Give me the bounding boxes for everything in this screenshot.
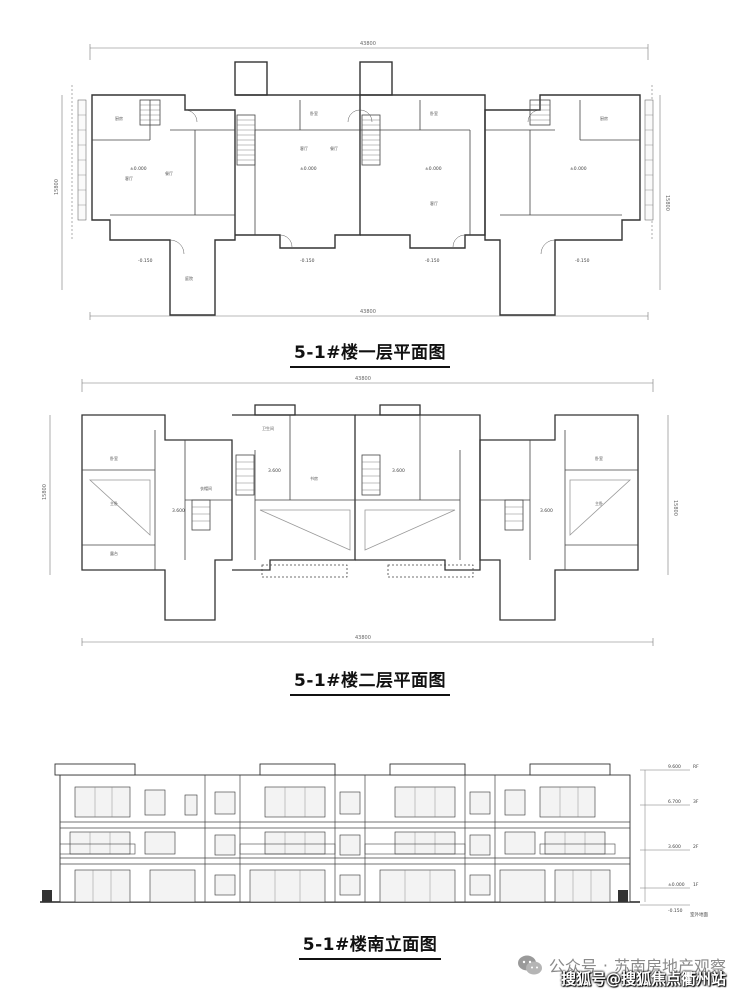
second-floor-plan-title-text: 5-1#楼二层平面图 — [290, 671, 450, 696]
ground-floor-plan-section: 43800 43800 15800 15800 — [0, 0, 740, 370]
ground-level-3: ±0.000 — [425, 166, 442, 172]
south-elevation-section: 9.600 6.700 3.600 ±0.000 -0.150 RF 3F 2F… — [0, 740, 740, 960]
wechat-icon — [517, 955, 542, 975]
ground-level-2: ±0.000 — [300, 166, 317, 172]
ground-room-3: 餐厅 — [165, 170, 173, 176]
ground-plan-depth-right: 15800 — [664, 195, 670, 211]
ground-outdoor-level-4: -0.150 — [575, 258, 590, 264]
second-level-1: 3.600 — [172, 508, 185, 514]
second-room-4: 衣帽间 — [200, 485, 212, 491]
second-room-2: 主卧 — [110, 500, 118, 506]
second-room-5: 露台 — [110, 550, 118, 556]
ground-floor-plan-title-text: 5-1#楼一层平面图 — [290, 343, 450, 368]
ground-room-4: 卧室 — [310, 110, 318, 116]
second-plan-width-bottom: 43800 — [355, 635, 371, 641]
ground-room-9: 厨房 — [600, 115, 608, 121]
elevation-floor-2f: 2F — [693, 844, 699, 850]
ground-room-5: 客厅 — [300, 145, 308, 151]
second-room-7: 卧室 — [595, 455, 603, 461]
second-plan-depth-left: 15800 — [42, 484, 48, 500]
ground-room-7: 客厅 — [430, 200, 438, 206]
elevation-level-1: 9.600 — [668, 764, 681, 770]
ground-outdoor-level-3: -0.150 — [425, 258, 440, 264]
second-level-2: 3.600 — [268, 468, 281, 474]
elevation-level-5: -0.150 — [668, 908, 683, 914]
ground-room-6: 餐厅 — [330, 145, 338, 151]
ground-level-1: ±0.000 — [130, 166, 147, 172]
south-elevation-drawing: 9.600 6.700 3.600 ±0.000 -0.150 RF 3F 2F… — [40, 763, 708, 918]
elevation-level-2: 6.700 — [668, 799, 681, 805]
ground-outdoor-level-2: -0.150 — [300, 258, 315, 264]
elevation-level-4: ±0.000 — [668, 882, 685, 888]
watermark-bar: 公众号 · 苏南房地产观察 — [517, 950, 726, 980]
elevation-floor-1f: 1F — [693, 882, 699, 888]
watermark-account: 苏南房地产观察 — [613, 957, 726, 976]
ground-floor-plan-title: 5-1#楼一层平面图 — [0, 338, 740, 368]
second-floor-plan-drawing: 43800 43800 15800 15800 — [42, 376, 678, 646]
elevation-note: 室外地面 — [690, 911, 708, 918]
ground-plan-width-top: 43800 — [360, 41, 376, 47]
ground-level-4: ±0.000 — [570, 166, 587, 172]
second-level-4: 3.600 — [540, 508, 553, 514]
second-plan-width-top: 43800 — [355, 376, 371, 382]
watermark-channel: 公众号 — [548, 957, 597, 976]
second-room-3: 卫生间 — [262, 425, 274, 431]
second-room-1: 卧室 — [110, 455, 118, 461]
second-level-3: 3.600 — [392, 468, 405, 474]
watermark-separator: · — [602, 955, 608, 975]
ground-plan-width-bottom: 43800 — [360, 309, 376, 315]
south-elevation-title-text: 5-1#楼南立面图 — [298, 935, 442, 960]
elevation-level-3: 3.600 — [668, 844, 681, 850]
elevation-floor-3f: 3F — [693, 799, 699, 805]
ground-room-1: 厨房 — [115, 115, 123, 121]
second-room-6: 书房 — [310, 475, 318, 481]
second-room-8: 主卧 — [595, 500, 603, 506]
ground-room-8: 卧室 — [430, 110, 438, 116]
ground-room-10: 庭院 — [185, 275, 193, 281]
second-floor-plan-section: 43800 43800 15800 15800 — [0, 370, 740, 700]
watermark-source: 搜狐号@搜狐焦点衢州站 — [560, 970, 726, 988]
ground-outdoor-level-1: -0.150 — [138, 258, 153, 264]
second-floor-plan-title: 5-1#楼二层平面图 — [0, 666, 740, 696]
ground-plan-depth-left: 15800 — [54, 179, 60, 195]
second-plan-depth-right: 15800 — [672, 500, 678, 516]
ground-floor-plan-drawing: 43800 43800 15800 15800 — [54, 41, 670, 320]
south-elevation-title: 5-1#楼南立面图 — [0, 930, 740, 960]
elevation-floor-rf: RF — [693, 764, 699, 770]
ground-room-2: 客厅 — [125, 175, 133, 181]
